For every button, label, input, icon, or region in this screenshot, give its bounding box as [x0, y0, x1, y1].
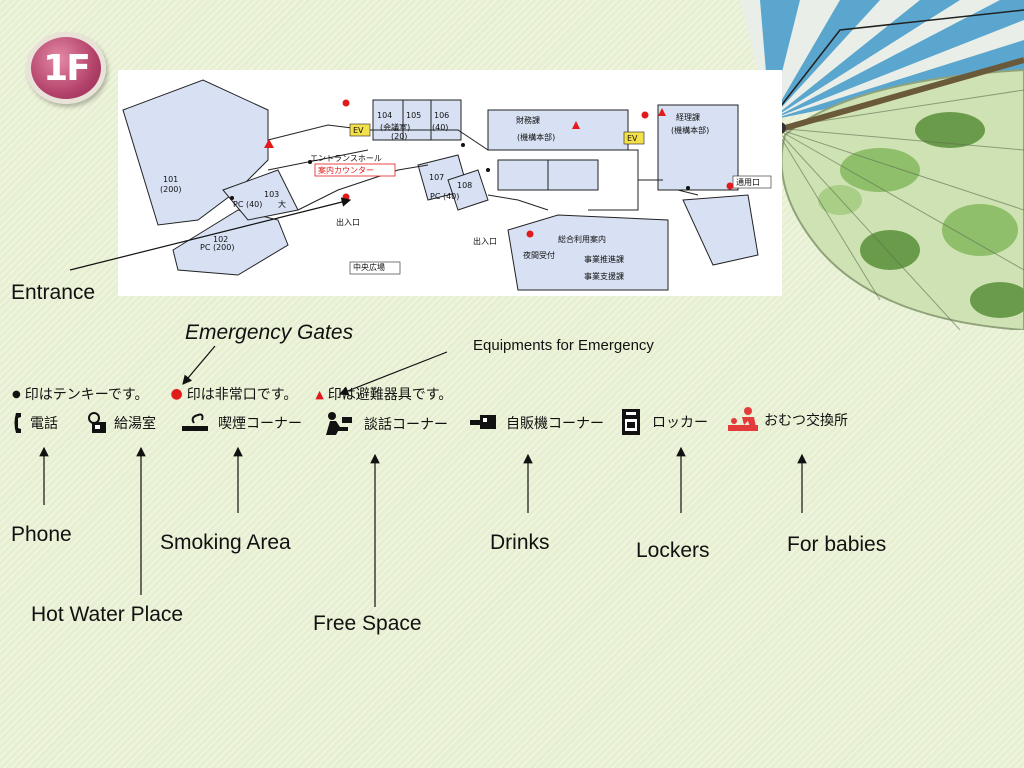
room-accounting-shape — [657, 104, 739, 191]
facility-free-space-en: Free Space — [313, 612, 422, 635]
room-102-sub: PC (200) — [200, 243, 234, 252]
phone-icon — [14, 413, 21, 433]
floor-badge: 1F — [26, 32, 106, 104]
floor-badge-label: 1F — [43, 47, 91, 89]
exit-dot-icon: ● — [170, 386, 183, 402]
map-entrance-hall: エントランスホール — [310, 154, 382, 163]
map-promotion: 事業推進課 — [584, 254, 624, 264]
map-night-reception: 夜間受付 — [523, 250, 555, 260]
facility-lockers: ロッカー — [620, 407, 708, 437]
facility-hot-water-en: Hot Water Place — [31, 603, 184, 626]
room-108-id: 108 — [457, 181, 472, 190]
facility-drinks-jp: 自販機コーナー — [506, 416, 604, 432]
map-exit-left: 出入口 — [336, 217, 360, 227]
map-ev-left: EV — [353, 126, 364, 135]
room-105-shape — [402, 99, 432, 141]
facility-babies-en: For babies — [787, 533, 887, 556]
room-106-id: 106 — [434, 111, 449, 120]
map-accounting-sub: (機構本部) — [671, 125, 709, 135]
elevator-right — [623, 131, 645, 145]
legend-exit-text: 印は非常口です。 — [186, 387, 298, 403]
diaper-change-icon — [728, 407, 758, 431]
facility-drinks-en: Drinks — [490, 531, 550, 554]
map-general-info: 総合利用案内 — [558, 234, 606, 244]
map-support: 事業支援課 — [584, 271, 624, 281]
legend-phone-text: 印はテンキーです。 — [24, 387, 149, 403]
facility-babies: おむつ交換所 — [726, 405, 848, 435]
phone-dot-icon: ● — [12, 388, 21, 400]
room-108-shape — [447, 169, 489, 211]
decorative-fan-icon — [740, 0, 1024, 330]
facility-smoking: 喫煙コーナー — [180, 411, 302, 435]
facility-phone-jp: 電話 — [30, 416, 58, 432]
facility-lockers-en: Lockers — [636, 539, 710, 562]
map-big-label: 大 — [278, 199, 286, 209]
map-finance-sub: (機構本部) — [517, 132, 555, 142]
map-exit-right: 出入口 — [473, 236, 497, 246]
room-105-sub: (20) — [391, 132, 407, 141]
facility-legend-row: 電話 給湯室 喫煙コーナー 談話コーナー 自販機コーナー ロッカー おむつ交換所 — [12, 407, 892, 437]
facility-free-space-jp: 談話コーナー — [364, 417, 448, 433]
room-office-shape — [507, 214, 669, 291]
facility-lockers-jp: ロッカー — [652, 415, 708, 431]
room-103-id: 103 — [264, 190, 279, 199]
facility-babies-jp: おむつ交換所 — [764, 413, 848, 429]
map-central-plaza: 中央広場 — [353, 262, 385, 272]
facility-smoking-jp: 喫煙コーナー — [218, 416, 302, 432]
elevator-left — [349, 123, 371, 137]
room-108-sub: PC (40) — [430, 192, 459, 201]
map-ev-right: EV — [627, 134, 638, 143]
legend-equipment-text: 印は避難器具です。 — [327, 387, 453, 403]
room-101-sub: (200) — [160, 185, 182, 194]
emergency-gates-label: Emergency Gates — [185, 321, 354, 344]
facility-smoking-en: Smoking Area — [160, 531, 291, 554]
room-finance-shape — [487, 109, 629, 151]
room-106-sub: (40) — [432, 123, 448, 132]
facility-hot-water: 給湯室 — [86, 411, 156, 435]
facility-phone: 電話 — [12, 411, 58, 435]
room-103-sub: PC (40) — [233, 200, 262, 209]
vending-machine-icon — [470, 415, 496, 429]
facility-phone-en: Phone — [11, 523, 72, 546]
map-info-counter: 案内カウンター — [318, 165, 374, 175]
room-104-sub: (会議室) — [380, 122, 410, 132]
emergency-gate-arrow — [182, 345, 216, 385]
equipment-triangle-icon: ▲ — [315, 387, 324, 401]
equipment-label: Equipments for Emergency — [473, 337, 654, 354]
facility-free-space: 談話コーナー — [322, 411, 448, 437]
map-legend: ● 印はテンキーです。 ● 印は非常口です。 ▲ 印は避難器具です。 — [12, 384, 452, 404]
locker-icon — [622, 409, 640, 435]
room-104-id: 104 — [377, 111, 392, 120]
facility-hot-water-jp: 給湯室 — [114, 416, 156, 432]
map-finance: 財務課 — [516, 115, 540, 125]
room-107-id: 107 — [429, 173, 444, 182]
entrance-label: Entrance — [11, 281, 96, 304]
floor-map: 101 (200) 102 PC (200) 103 PC (40) 大 104… — [118, 70, 782, 296]
hot-water-icon — [88, 412, 106, 433]
room-101-id: 101 — [163, 175, 178, 184]
map-passage: 通用口 — [736, 177, 760, 187]
cigarette-icon — [182, 413, 208, 431]
facility-drinks: 自販機コーナー — [468, 411, 604, 435]
map-accounting: 経理課 — [676, 112, 700, 122]
room-105-id: 105 — [406, 111, 421, 120]
free-space-icon — [326, 412, 352, 435]
room-106-shape — [430, 99, 462, 141]
